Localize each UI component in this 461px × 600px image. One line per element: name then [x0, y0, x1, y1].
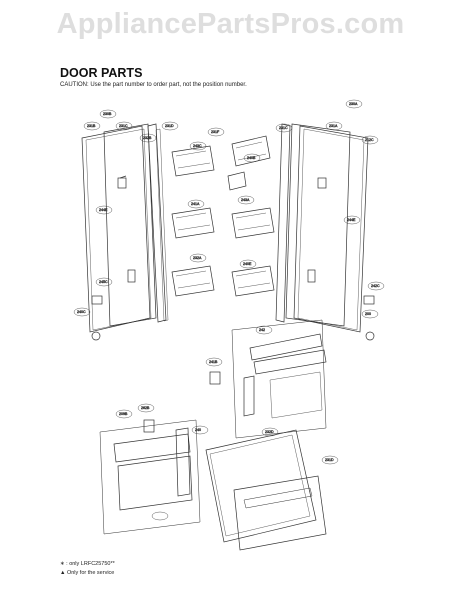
svg-text:243A: 243A	[241, 198, 250, 202]
svg-text:242C: 242C	[371, 284, 380, 288]
svg-text:242: 242	[259, 328, 265, 332]
drawer-front-panel	[205, 429, 327, 551]
triangle-note: ▲ Only for the service	[60, 570, 115, 576]
svg-text:231B: 231B	[87, 124, 96, 128]
right-door-panel	[285, 123, 369, 333]
drawer-rail-assembly	[231, 319, 327, 439]
svg-text:240C: 240C	[77, 310, 86, 314]
svg-text:243C: 243C	[193, 144, 202, 148]
svg-text:241A: 241A	[191, 202, 200, 206]
svg-text:231D: 231D	[165, 124, 174, 128]
svg-text:241B: 241B	[209, 360, 218, 364]
svg-text:230A: 230A	[349, 102, 358, 106]
svg-text:231C: 231C	[279, 126, 288, 130]
svg-text:231F: 231F	[211, 130, 220, 134]
svg-text:244E: 244E	[99, 208, 108, 212]
site-watermark: AppliancePartsPros.com	[56, 8, 405, 40]
left-gasket	[147, 123, 169, 323]
svg-text:245C: 245C	[99, 280, 108, 284]
svg-text:200: 200	[365, 312, 371, 316]
left-door-panel	[81, 123, 157, 333]
svg-text:240: 240	[195, 428, 201, 432]
svg-text:262B: 262B	[141, 406, 150, 410]
svg-text:244E: 244E	[347, 218, 356, 222]
page-title: DOOR PARTS	[60, 66, 143, 80]
svg-text:230B: 230B	[103, 112, 112, 116]
svg-text:232D: 232D	[265, 430, 274, 434]
clip-part	[209, 371, 221, 385]
svg-text:212C: 212C	[365, 138, 374, 142]
svg-text:209B: 209B	[119, 412, 128, 416]
caution-text: CAUTION: Use the part number to order pa…	[60, 82, 247, 88]
svg-text:231C: 231C	[119, 124, 128, 128]
door-bins	[171, 135, 275, 297]
svg-text:231D: 231D	[325, 458, 334, 462]
svg-text:232B: 232B	[143, 136, 152, 140]
drawer-basket-assembly	[99, 419, 201, 535]
right-gasket	[275, 123, 291, 323]
hinges	[91, 295, 375, 341]
callout-bubbles: 230B 231B 231C 232B 231F 231D 231C 231A …	[73, 99, 385, 521]
svg-text:240E: 240E	[243, 262, 252, 266]
svg-text:231A: 231A	[329, 124, 338, 128]
footnotes: ∗ : only LRFC25750** ▲ Only for the serv…	[60, 560, 115, 578]
star-note: ∗ : only LRFC25750**	[60, 561, 115, 567]
svg-text:240B: 240B	[247, 156, 256, 160]
svg-text:232A: 232A	[193, 256, 202, 260]
